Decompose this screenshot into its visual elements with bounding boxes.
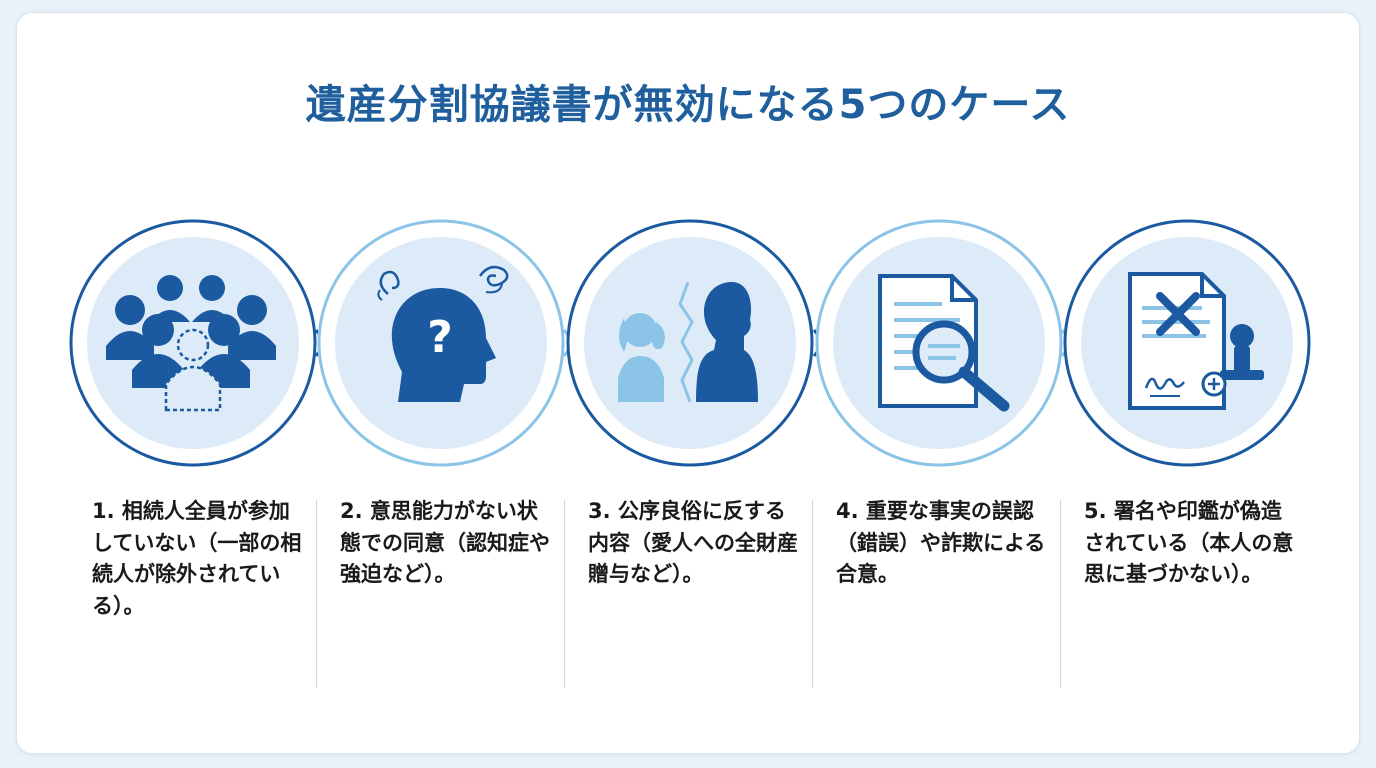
svg-text:?: ? <box>427 312 453 363</box>
column-divider <box>316 500 317 688</box>
case-1-circle <box>69 219 317 467</box>
confused-head-question-icon: ? <box>377 265 509 402</box>
column-divider <box>812 500 813 688</box>
case-2-circle: ? <box>317 219 565 467</box>
page-title: 遺産分割協議書が無効になる5つのケース <box>305 82 1071 128</box>
group-missing-person-icon <box>106 275 276 412</box>
case-1-text: 1. 相続人全員が参加していない（一部の相続人が除外されている）。 <box>92 499 302 618</box>
case-3-circle <box>566 219 814 467</box>
case-5-circle <box>1063 219 1311 467</box>
forged-document-stamp-icon <box>1128 272 1264 410</box>
broken-relationship-icon <box>618 281 758 403</box>
case-4-circle <box>815 219 1063 467</box>
column-divider <box>1060 500 1061 688</box>
case-4-text: 4. 重要な事実の誤認（錯誤）や詐欺による合意。 <box>836 499 1046 586</box>
case-3-text: 3. 公序良俗に反する内容（愛人への全財産贈与など）。 <box>588 499 798 586</box>
document-magnifier-icon <box>878 274 1010 412</box>
case-5-text: 5. 署名や印鑑が偽造されている（本人の意思に基づかない）。 <box>1084 499 1294 586</box>
column-divider <box>564 500 565 688</box>
case-2-text: 2. 意思能力がない状態での同意（認知症や強迫など）。 <box>340 499 550 586</box>
